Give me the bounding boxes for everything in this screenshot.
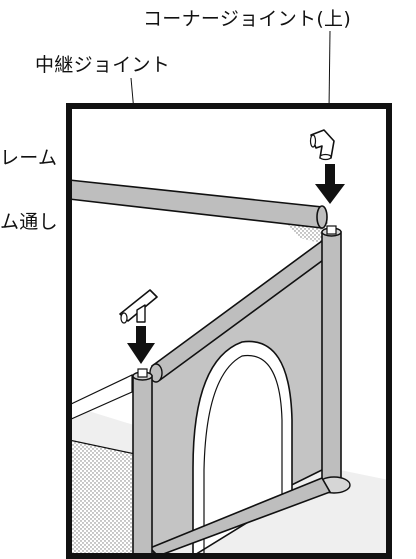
through-label-partial: ム通し	[0, 211, 58, 233]
corner-post	[321, 231, 342, 491]
corner-down-arrow-icon	[315, 164, 345, 204]
arch-inner-line	[203, 354, 283, 556]
corner-joint-icon	[309, 129, 335, 161]
middle-joint-icon	[119, 289, 158, 324]
back-mesh-panel	[69, 439, 141, 556]
illustration-frame	[66, 103, 392, 559]
middle-post	[132, 375, 153, 556]
corner-post-inner	[326, 225, 337, 235]
middle-joint-label: 中継ジョイント	[35, 54, 171, 76]
top-pipe-end	[316, 205, 328, 229]
corner-leader-line	[328, 30, 331, 111]
corner-joint-upper-label: コーナージョイント(上)	[143, 8, 352, 30]
middle-post-inner	[137, 368, 148, 378]
middle-down-arrow-icon	[127, 326, 155, 364]
left-back-pipe	[69, 374, 133, 421]
frame-label-partial: レーム	[0, 147, 58, 169]
